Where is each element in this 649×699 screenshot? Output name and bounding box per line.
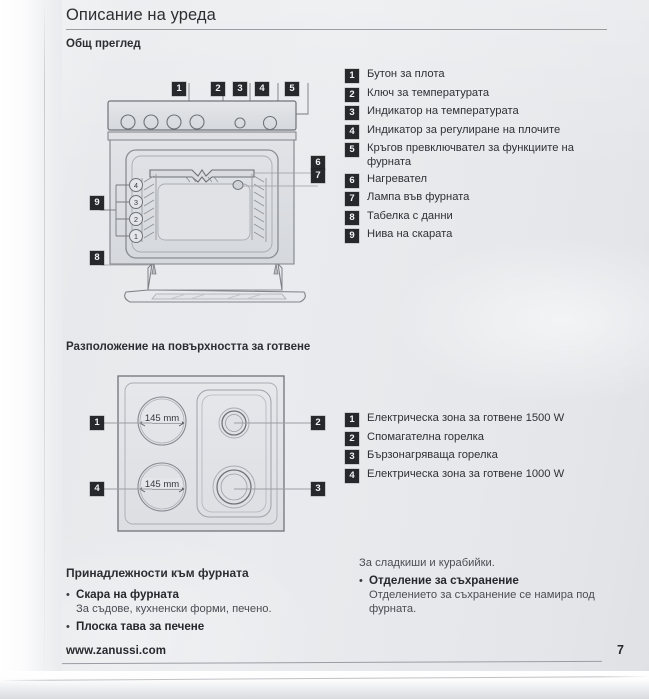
legend-badge: 9: [345, 229, 359, 243]
list-item: • Плоска тава за печене: [66, 620, 338, 634]
hob-callout-3: 3: [311, 482, 325, 496]
oven-callout-7: 7: [311, 169, 325, 183]
legend-badge: 3: [345, 450, 359, 464]
legend-badge: 7: [345, 192, 359, 206]
oven-callout-8: 8: [90, 251, 104, 265]
legend-label: Табелка с данни: [367, 209, 453, 222]
legend-item: 1 Бутон за плота: [345, 68, 599, 83]
overview-legend: 1 Бутон за плота 2 Ключ за температурата…: [345, 68, 599, 247]
title-divider: [66, 29, 607, 30]
legend-badge: 4: [345, 124, 359, 139]
legend-item: 3 Бързонагряваща горелка: [345, 449, 564, 464]
svg-text:1: 1: [134, 232, 138, 241]
list-item: • Скара на фурната: [66, 588, 338, 602]
hob-callout-1: 1: [90, 416, 104, 430]
svg-text:2: 2: [134, 215, 138, 224]
legend-badge: 6: [345, 173, 359, 188]
oven-callout-6: 6: [311, 156, 325, 170]
section-heading-overview: Общ преглед: [66, 38, 141, 50]
list-item-title: Плоска тава за печене: [76, 620, 205, 633]
legend-label: Бутон за плота: [367, 68, 445, 80]
legend-label: Електрическа зона за готвене 1000 W: [367, 467, 565, 480]
legend-label: Индикатор за регулиране на плочите: [367, 123, 561, 136]
oven-diagram: 4 3 2 1: [86, 78, 336, 308]
hob-callout-2: 2: [311, 416, 325, 430]
list-item-description: Отделението за съхранение се намира под …: [369, 589, 595, 615]
legend-badge: 1: [345, 413, 359, 427]
oven-callout-5: 5: [285, 82, 299, 96]
legend-label: Бързонагряваща горелка: [367, 449, 498, 461]
oven-callout-2: 2: [211, 82, 225, 96]
oven-callout-4: 4: [255, 82, 269, 96]
hob-diagram: 145 mm 145 mm: [86, 368, 336, 538]
list-item-title: Скара на фурната: [76, 588, 179, 601]
legend-item: 4 Индикатор за регулиране на плочите: [345, 124, 599, 139]
legend-item: 7 Лампа във фурната: [345, 191, 599, 206]
legend-item: 8 Табелка с данни: [345, 210, 599, 225]
bullet-marker: •: [66, 589, 70, 601]
legend-item: 6 Нагревател: [345, 173, 599, 188]
accessories-left-column: • Скара на фурната За съдове, кухненски …: [66, 584, 338, 634]
legend-item: 5 Кръгов превключвател за функциите на ф…: [345, 142, 599, 169]
legend-item: 2 Ключ за температурата: [345, 87, 599, 102]
bullet-marker: •: [66, 621, 70, 633]
hob-callout-4: 4: [90, 482, 104, 496]
oven-callout-3: 3: [233, 82, 247, 96]
legend-item: 9 Нива на скарата: [345, 228, 599, 243]
legend-badge: 3: [345, 106, 359, 120]
hob-zone-label-bottom: 145 mm: [145, 479, 179, 490]
continuation-text: За сладкиши и курабийки.: [359, 557, 495, 569]
hob-legend: 1 Електрическа зона за готвене 1500 W 2 …: [345, 412, 564, 486]
page-title: Описание на уреда: [66, 6, 216, 24]
legend-label: Ключ за температурата: [367, 86, 490, 99]
list-item: • Отделение за съхранение: [359, 574, 635, 588]
list-item-description: За съдове, кухненски форми, печено.: [76, 603, 272, 615]
list-item-title: Отделение за съхранение: [369, 574, 519, 587]
legend-label: Кръгов превключвател за функциите на фур…: [367, 142, 574, 168]
legend-badge: 8: [345, 210, 359, 225]
legend-badge: 5: [345, 143, 359, 157]
section-heading-accessories: Принадлежности към фурната: [66, 566, 249, 580]
legend-badge: 2: [345, 87, 359, 102]
accessories-right-column: За сладкиши и курабийки. • Отделение за …: [359, 556, 635, 616]
oven-callout-9: 9: [90, 196, 104, 210]
bullet-marker: •: [359, 575, 363, 587]
legend-badge: 2: [345, 431, 359, 446]
legend-label: Спомагателна горелка: [367, 430, 484, 443]
legend-badge: 4: [345, 468, 359, 483]
legend-label: Нива на скарата: [367, 228, 453, 240]
page-bottom-edge: [0, 671, 649, 699]
footer-website-url[interactable]: www.zanussi.com: [66, 645, 167, 657]
footer-divider: [62, 660, 602, 665]
legend-badge: 1: [345, 69, 359, 83]
legend-label: Нагревател: [367, 172, 427, 185]
svg-text:3: 3: [134, 198, 138, 207]
legend-label: Индикатор на температурата: [367, 105, 519, 117]
legend-item: 3 Индикатор на температурата: [345, 105, 599, 120]
legend-label: Електрическа зона за готвене 1500 W: [367, 412, 565, 424]
legend-item: 4 Електрическа зона за готвене 1000 W: [345, 468, 564, 483]
page-curl-left: [0, 0, 62, 699]
oven-callout-1: 1: [172, 82, 186, 96]
legend-label: Лампа във фурната: [367, 191, 470, 203]
legend-item: 1 Електрическа зона за готвене 1500 W: [345, 412, 564, 427]
svg-text:4: 4: [134, 181, 138, 190]
section-heading-cooking-surface: Разположение на повърхността за готвене: [66, 341, 311, 353]
page-number: 7: [617, 643, 624, 657]
hob-zone-label-top: 145 mm: [145, 413, 179, 424]
page-curl-crease: [44, 0, 45, 699]
legend-item: 2 Спомагателна горелка: [345, 431, 564, 446]
